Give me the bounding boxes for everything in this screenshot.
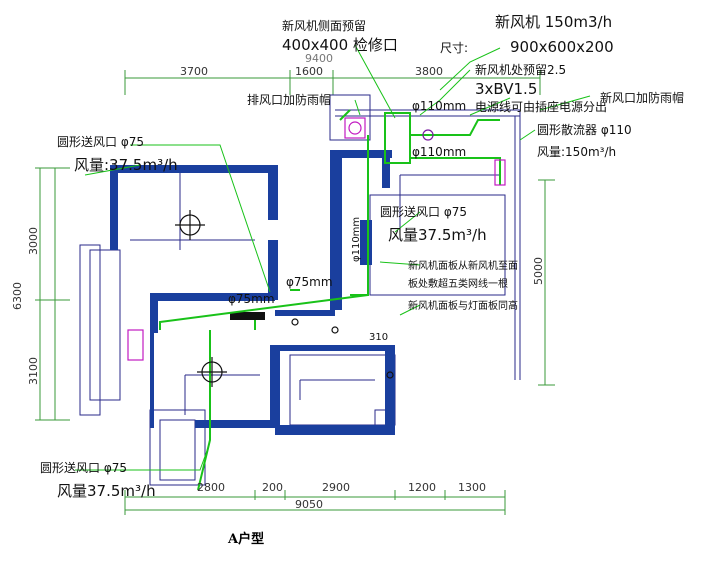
dim-right: 5000	[532, 257, 545, 285]
duct-110-label-b: φ110mm	[412, 145, 467, 159]
unit-size-value: 900x600x200	[510, 38, 614, 56]
panel-note-3: 新风机面板与灯面板同高	[408, 301, 518, 312]
round-outlet-top-flow: 风量:37.5m³/h	[74, 156, 178, 174]
side-inspection-note-2: 400x400 检修口	[282, 36, 398, 54]
power-note-1: 新风机处预留2.5	[475, 63, 567, 77]
unit-name: 新风机 150m3/h	[495, 13, 613, 31]
dim-top-2: 3800	[415, 65, 443, 78]
power-note-2: 3xBV1.5	[475, 80, 538, 98]
dim-top-1: 1600	[295, 65, 323, 78]
duct-110-label-a: φ110mm	[412, 99, 467, 113]
drawing-title: A户型	[228, 532, 265, 547]
dim-bottom-3: 1200	[408, 481, 436, 494]
diffuser-icon	[422, 129, 434, 141]
round-outlet-top-label: 圆形送风口 φ75	[57, 135, 145, 149]
fresh-air-ducts	[159, 109, 501, 491]
equipment-marks	[127, 117, 506, 361]
power-note-3: 电源线可由插座电源分出	[475, 100, 608, 114]
thin-plan-lines	[79, 94, 521, 486]
dim-left-overall: 6300	[11, 282, 24, 310]
diffuser-label: 圆形散流器 φ110	[537, 123, 632, 137]
dim-left-0: 3000	[27, 227, 40, 255]
round-outlet-mid-label: 圆形送风口 φ75	[380, 205, 468, 219]
dim-top-0: 3700	[180, 65, 208, 78]
dim-310: 310	[369, 332, 389, 343]
side-inspection-note-1: 新风机侧面预留	[282, 19, 367, 33]
round-outlet-bottom-flow: 风量37.5m³/h	[57, 482, 156, 500]
dim-bottom-1: 200	[262, 481, 283, 494]
unit-size-label: 尺寸:	[440, 41, 469, 55]
dim-bottom-0: 2800	[197, 481, 225, 494]
panel-note-1: 新风机面板从新风机至面	[408, 261, 518, 272]
dim-bottom-2: 2900	[322, 481, 350, 494]
diffuser-flow: 风量:150m³/h	[537, 145, 617, 159]
leader-lines	[75, 44, 591, 471]
duct-75-label-a: φ75mm	[286, 275, 333, 289]
duct-75-label-b: φ75mm	[228, 292, 275, 306]
exhaust-cap-note: 排风口加防雨帽	[247, 93, 332, 107]
dim-bottom-4: 1300	[458, 481, 486, 494]
duct-110-vertical-label: φ110mm	[351, 216, 362, 262]
round-outlet-bottom-label: 圆形送风口 φ75	[40, 461, 128, 475]
fresh-cap-note: 新风口加防雨帽	[600, 91, 685, 105]
dim-top-overall: 9400	[305, 52, 333, 65]
round-outlet-mid-flow: 风量37.5m³/h	[388, 226, 487, 244]
round-outlets	[175, 129, 434, 387]
dim-left-1: 3100	[27, 357, 40, 385]
dimension-lines	[35, 70, 555, 515]
panel-note-2: 板处敷超五类网线一根	[408, 279, 508, 290]
dim-bottom-overall: 9050	[295, 498, 323, 511]
